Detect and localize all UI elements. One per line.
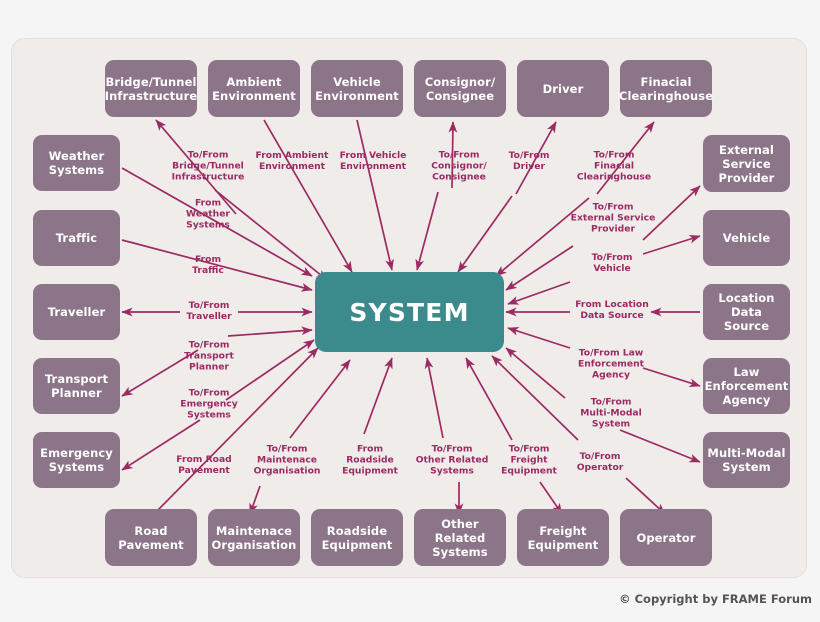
node-multi-modal-system[interactable]: Multi-Modal System — [703, 432, 790, 488]
edge-label-ambient-environment: From Ambient Environment — [255, 150, 329, 172]
node-label: Ambient Environment — [212, 74, 296, 103]
node-label: Vehicle Environment — [315, 74, 399, 103]
node-other-related-systems[interactable]: Other Related Systems — [414, 509, 506, 566]
edge-label-traffic: From Traffic — [192, 254, 224, 276]
node-label: Law Enforcement Agency — [704, 365, 789, 407]
node-traffic[interactable]: Traffic — [33, 210, 120, 266]
node-label: Bridge/Tunnel Infrastructure — [104, 74, 198, 103]
edge-label-maintenace-organisation: To/From Maintenace Organisation — [253, 443, 321, 477]
node-label: Multi-Modal System — [707, 446, 786, 474]
node-vehicle-environment[interactable]: Vehicle Environment — [311, 60, 403, 117]
node-traveller[interactable]: Traveller — [33, 284, 120, 340]
node-label: Transport Planner — [44, 372, 109, 400]
node-label: Finacial Clearinghouse — [618, 74, 714, 103]
edge-label-bridge-tunnel-infrastructure: To/From Bridge/Tunnel Infrastructure — [171, 149, 245, 183]
edge-label-traveller: To/From Traveller — [186, 300, 232, 322]
edge-label-multi-modal-system: To/From Multi-Modal System — [580, 396, 642, 430]
node-label: Weather Systems — [48, 149, 105, 177]
edge-label-emergency-systems: To/From Emergency Systems — [180, 387, 238, 421]
node-label: Emergency Systems — [40, 446, 113, 474]
edge-label-finacial-clearinghouse: To/From Finacial Clearinghouse — [576, 149, 652, 183]
node-consignor-consignee[interactable]: Consignor/ Consignee — [414, 60, 506, 117]
node-label: Other Related Systems — [432, 516, 488, 559]
edge-label-roadside-equipment: From Roadside Equipment — [342, 443, 398, 477]
node-roadside-equipment[interactable]: Roadside Equipment — [311, 509, 403, 566]
node-label: Consignor/ Consignee — [424, 74, 496, 103]
node-label: Roadside Equipment — [321, 523, 393, 552]
edge-label-operator: To/From Operator — [576, 451, 624, 473]
node-finacial-clearinghouse[interactable]: Finacial Clearinghouse — [618, 60, 714, 117]
node-vehicle[interactable]: Vehicle — [703, 210, 790, 266]
system-label: SYSTEM — [349, 297, 470, 327]
node-label: Vehicle — [722, 231, 771, 245]
node-freight-equipment[interactable]: Freight Equipment — [517, 509, 609, 566]
node-ambient-environment[interactable]: Ambient Environment — [208, 60, 300, 117]
node-location-data-source[interactable]: Location Data Source — [703, 284, 790, 340]
node-label: Maintenace Organisation — [211, 523, 297, 552]
edge-label-freight-equipment: To/From Freight Equipment — [501, 443, 557, 477]
node-label: Operator — [636, 530, 696, 545]
edge-label-external-service-provider: To/From External Service Provider — [570, 201, 656, 235]
node-label: External Service Provider — [718, 142, 775, 185]
edge-label-law-enforcement-agency: To/From Law Enforcement Agency — [577, 347, 645, 381]
edge-label-vehicle-environment: From Vehicle Environment — [339, 150, 407, 172]
edge-label-driver: To/From Driver — [508, 150, 550, 172]
node-weather-systems[interactable]: Weather Systems — [33, 135, 120, 191]
node-road-pavement[interactable]: Road Pavement — [105, 509, 197, 566]
edge-label-weather-systems: From Weather Systems — [186, 197, 230, 231]
node-operator[interactable]: Operator — [620, 509, 712, 566]
node-maintenace-organisation[interactable]: Maintenace Organisation — [208, 509, 300, 566]
node-label: Traveller — [47, 305, 106, 319]
edge-label-other-related-systems: To/From Other Related Systems — [415, 443, 489, 477]
node-law-enforcement-agency[interactable]: Law Enforcement Agency — [703, 358, 790, 414]
node-label: Road Pavement — [118, 523, 184, 552]
node-external-service-provider[interactable]: External Service Provider — [703, 135, 790, 192]
edge-label-road-pavement: From Road Pavement — [176, 454, 232, 476]
node-label: Freight Equipment — [527, 523, 599, 552]
copyright-notice: © Copyright by FRAME Forum — [619, 592, 812, 606]
edge-label-transport-planner: To/From Transport Planner — [184, 339, 234, 373]
node-driver[interactable]: Driver — [517, 60, 609, 117]
node-label: Driver — [542, 81, 584, 96]
node-label: Traffic — [55, 231, 98, 245]
node-transport-planner[interactable]: Transport Planner — [33, 358, 120, 414]
edge-label-vehicle: To/From Vehicle — [591, 252, 633, 274]
node-label: Location Data Source — [718, 291, 775, 333]
edge-label-consignor-consignee: To/From Consignor/ Consignee — [431, 149, 487, 183]
edge-label-location-data-source: From Location Data Source — [575, 299, 649, 321]
node-system[interactable]: SYSTEM — [315, 272, 504, 352]
node-emergency-systems[interactable]: Emergency Systems — [33, 432, 120, 488]
node-bridge-tunnel-infrastructure[interactable]: Bridge/Tunnel Infrastructure — [105, 60, 197, 117]
